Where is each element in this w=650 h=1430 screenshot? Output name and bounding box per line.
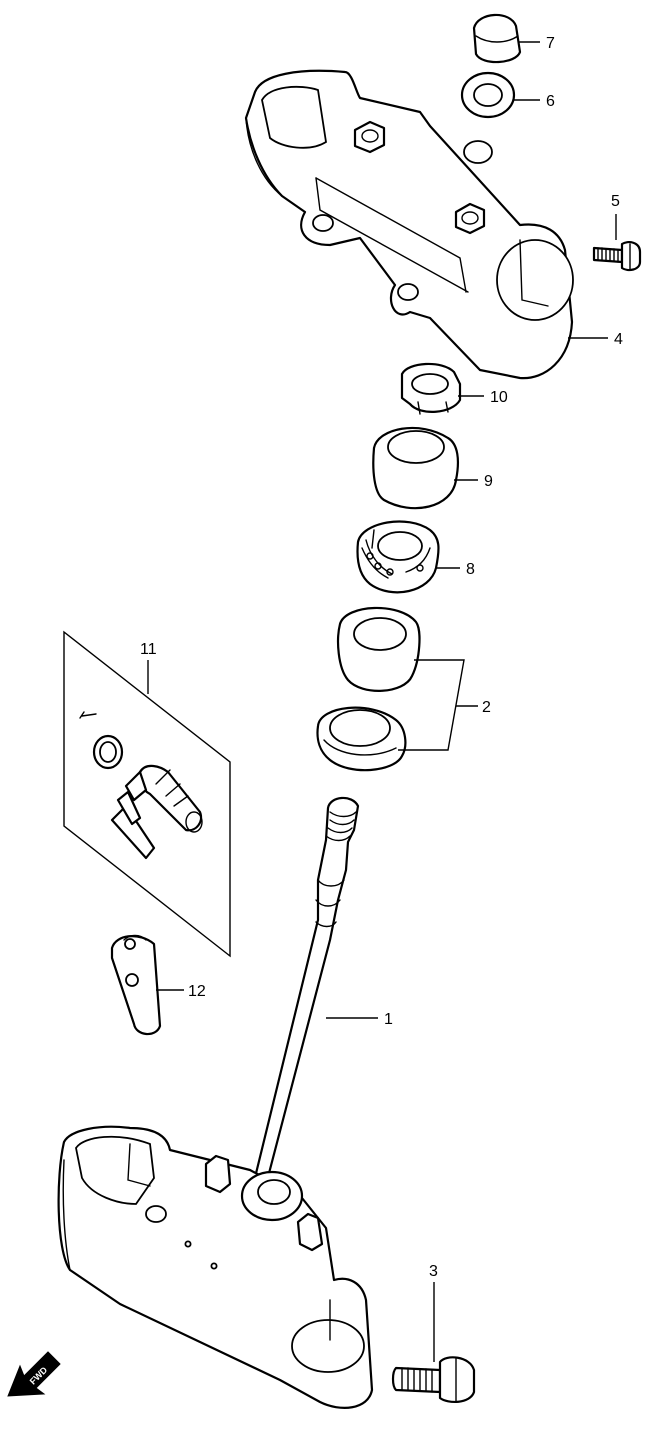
callout-6: 6	[546, 93, 555, 110]
callout-4: 4	[614, 331, 623, 348]
callout-2: 2	[482, 699, 491, 716]
leader-2	[398, 659, 465, 751]
steering-nut-part-10[interactable]	[400, 362, 462, 415]
forward-arrow-icon: FWD	[7, 1351, 61, 1397]
callout-9: 9	[484, 473, 493, 490]
callout-3: 3	[429, 1263, 438, 1280]
bearing-race-part-9[interactable]	[372, 426, 459, 510]
callout-11: 11	[140, 641, 157, 658]
bearing-set-part-2[interactable]	[316, 606, 421, 772]
upper-bracket-part-4[interactable]	[244, 69, 574, 380]
callout-12: 12	[188, 983, 206, 1000]
callout-10: 10	[490, 389, 508, 406]
callout-5: 5	[611, 193, 620, 210]
plate-part-12[interactable]	[110, 934, 162, 1036]
steering-stem-part-1[interactable]	[57, 796, 374, 1409]
bolt-part-3[interactable]	[391, 1356, 476, 1404]
steering-lock-kit-part-11[interactable]	[63, 630, 231, 958]
cap-nut-part-7[interactable]	[472, 13, 522, 64]
upper-bearing-part-8[interactable]	[356, 520, 440, 594]
bolt-part-5[interactable]	[592, 241, 642, 272]
callout-1: 1	[384, 1011, 393, 1028]
callout-8: 8	[466, 561, 475, 578]
washer-part-6[interactable]	[460, 71, 516, 119]
callout-7: 7	[546, 35, 555, 52]
